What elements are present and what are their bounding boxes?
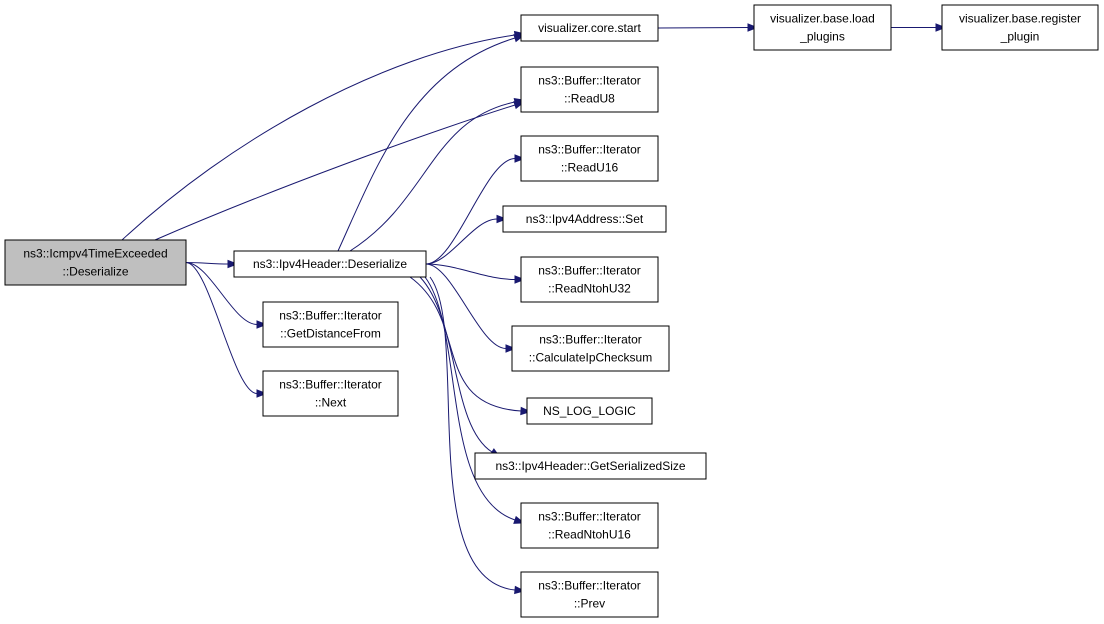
edge-ipv4-deserialize-to-prev [429,276,526,595]
node-label: ns3::Buffer::Iterator [538,510,641,524]
arrowhead-icon [505,344,517,353]
node-label: ::Deserialize [62,265,128,279]
edge-ipv4-deserialize-to-ns-log-logic [409,276,532,416]
edge-root-to-next [185,262,268,398]
node-get-serialized-size[interactable]: ns3::Ipv4Header::GetSerializedSize [474,452,707,480]
edge-line [419,276,493,453]
edge-line [154,104,516,241]
node-label: ns3::Buffer::Iterator [538,143,641,157]
nodes-layer: ns3::Icmpv4TimeExceeded::Deserializens3:… [4,4,1099,618]
node-label: ns3::Buffer::Iterator [279,309,382,323]
node-label: ns3::Ipv4Address::Set [526,212,644,226]
arrowhead-icon [747,23,759,32]
node-box [520,135,659,182]
node-label: ::ReadU8 [564,92,615,106]
node-box [753,4,892,51]
edge-line [425,158,516,265]
node-root[interactable]: ns3::Icmpv4TimeExceeded::Deserialize [4,239,187,286]
node-next[interactable]: ns3::Buffer::Iterator::Next [262,370,399,417]
node-register-plugin[interactable]: visualizer.base.register _plugin [941,4,1099,51]
arrowhead-icon [514,585,526,595]
node-ipv4-deserialize[interactable]: ns3::Ipv4Header::Deserialize [233,250,427,278]
node-label: visualizer.base.load [770,12,875,26]
edge-ipv4-deserialize-to-read-u8 [349,97,526,252]
node-label: ns3::Buffer::Iterator [279,378,382,392]
node-label: ns3::Buffer::Iterator [538,579,641,593]
node-label: ::ReadNtohU16 [548,528,631,542]
node-box [941,4,1099,51]
arrowhead-icon [935,23,947,32]
arrowhead-icon [520,406,532,416]
arrowhead-icon [227,259,239,269]
node-label: ns3::Icmpv4TimeExceeded [23,247,167,261]
edge-line [425,263,507,349]
node-ns-log-logic[interactable]: NS_LOG_LOGIC [526,397,653,425]
node-label: ns3::Buffer::Iterator [538,74,641,88]
node-box [520,14,659,42]
arrowhead-icon [256,389,268,398]
edge-core-start-to-load-plugins [657,23,759,32]
node-box [4,239,187,286]
edge-line [121,34,516,241]
node-read-u16[interactable]: ns3::Buffer::Iterator::ReadU16 [520,135,659,182]
node-core-start[interactable]: visualizer.core.start [520,14,659,42]
arrowhead-icon [514,154,526,163]
node-box [502,205,667,233]
node-box [520,66,659,113]
node-box [474,452,707,480]
node-label: ns3::Buffer::Iterator [539,333,642,347]
edge-ipv4-deserialize-to-ipv4address-set [425,214,508,265]
arrowhead-icon [256,320,268,329]
node-box [520,502,659,549]
node-get-distance-from[interactable]: ns3::Buffer::Iterator::GetDistanceFrom [262,301,399,348]
node-label: ::Prev [574,597,605,611]
node-label: visualizer.core.start [538,21,641,35]
edge-ipv4-deserialize-to-get-serialized-size [419,276,501,458]
edge-line [425,263,516,280]
arrowhead-icon [496,214,508,224]
node-label: ns3::Buffer::Iterator [538,264,641,278]
edge-line [409,276,522,412]
edge-load-plugins-to-register-plugin [891,23,947,32]
edge-line [337,37,516,252]
node-label: NS_LOG_LOGIC [543,404,636,418]
node-label: ::GetDistanceFrom [280,327,381,341]
node-label: ::ReadU16 [561,161,619,175]
node-box [526,397,653,425]
edge-line [185,262,258,394]
node-label: _plugin [1000,30,1040,44]
node-label: ns3::Ipv4Header::GetSerializedSize [495,459,685,473]
node-label: ns3::Ipv4Header::Deserialize [253,257,407,271]
arrowhead-icon [514,275,526,284]
edge-line [657,27,749,29]
edge-line [429,276,516,591]
edge-line [185,262,258,325]
edge-line [424,276,516,521]
node-prev[interactable]: ns3::Buffer::Iterator::Prev [520,571,659,618]
edge-line [425,218,498,265]
node-label: ::CalculateIpChecksum [529,351,652,365]
edge-ipv4-deserialize-to-calc-ip-checksum [425,263,517,353]
node-read-ntoh-u16[interactable]: ns3::Buffer::Iterator::ReadNtohU16 [520,502,659,549]
node-read-ntoh-u32[interactable]: ns3::Buffer::Iterator::ReadNtohU32 [520,256,659,303]
node-label: visualizer.base.register [959,12,1081,26]
node-calc-ip-checksum[interactable]: ns3::Buffer::Iterator::CalculateIpChecks… [511,325,670,372]
node-load-plugins[interactable]: visualizer.base.load _plugins [753,4,892,51]
edge-line [349,101,516,252]
node-label: ::ReadNtohU32 [548,282,631,296]
node-box [262,301,399,348]
node-label: _plugins [799,30,845,44]
node-box [520,256,659,303]
node-label: ::Next [315,396,347,410]
node-read-u8[interactable]: ns3::Buffer::Iterator::ReadU8 [520,66,659,113]
node-ipv4address-set[interactable]: ns3::Ipv4Address::Set [502,205,667,233]
node-box [520,571,659,618]
edge-ipv4-deserialize-to-read-ntoh-u32 [425,263,526,284]
node-box [233,250,427,278]
edge-root-to-get-distance-from [185,262,268,329]
edge-ipv4-deserialize-to-read-u16 [425,154,526,265]
node-box [511,325,670,372]
node-box [262,370,399,417]
